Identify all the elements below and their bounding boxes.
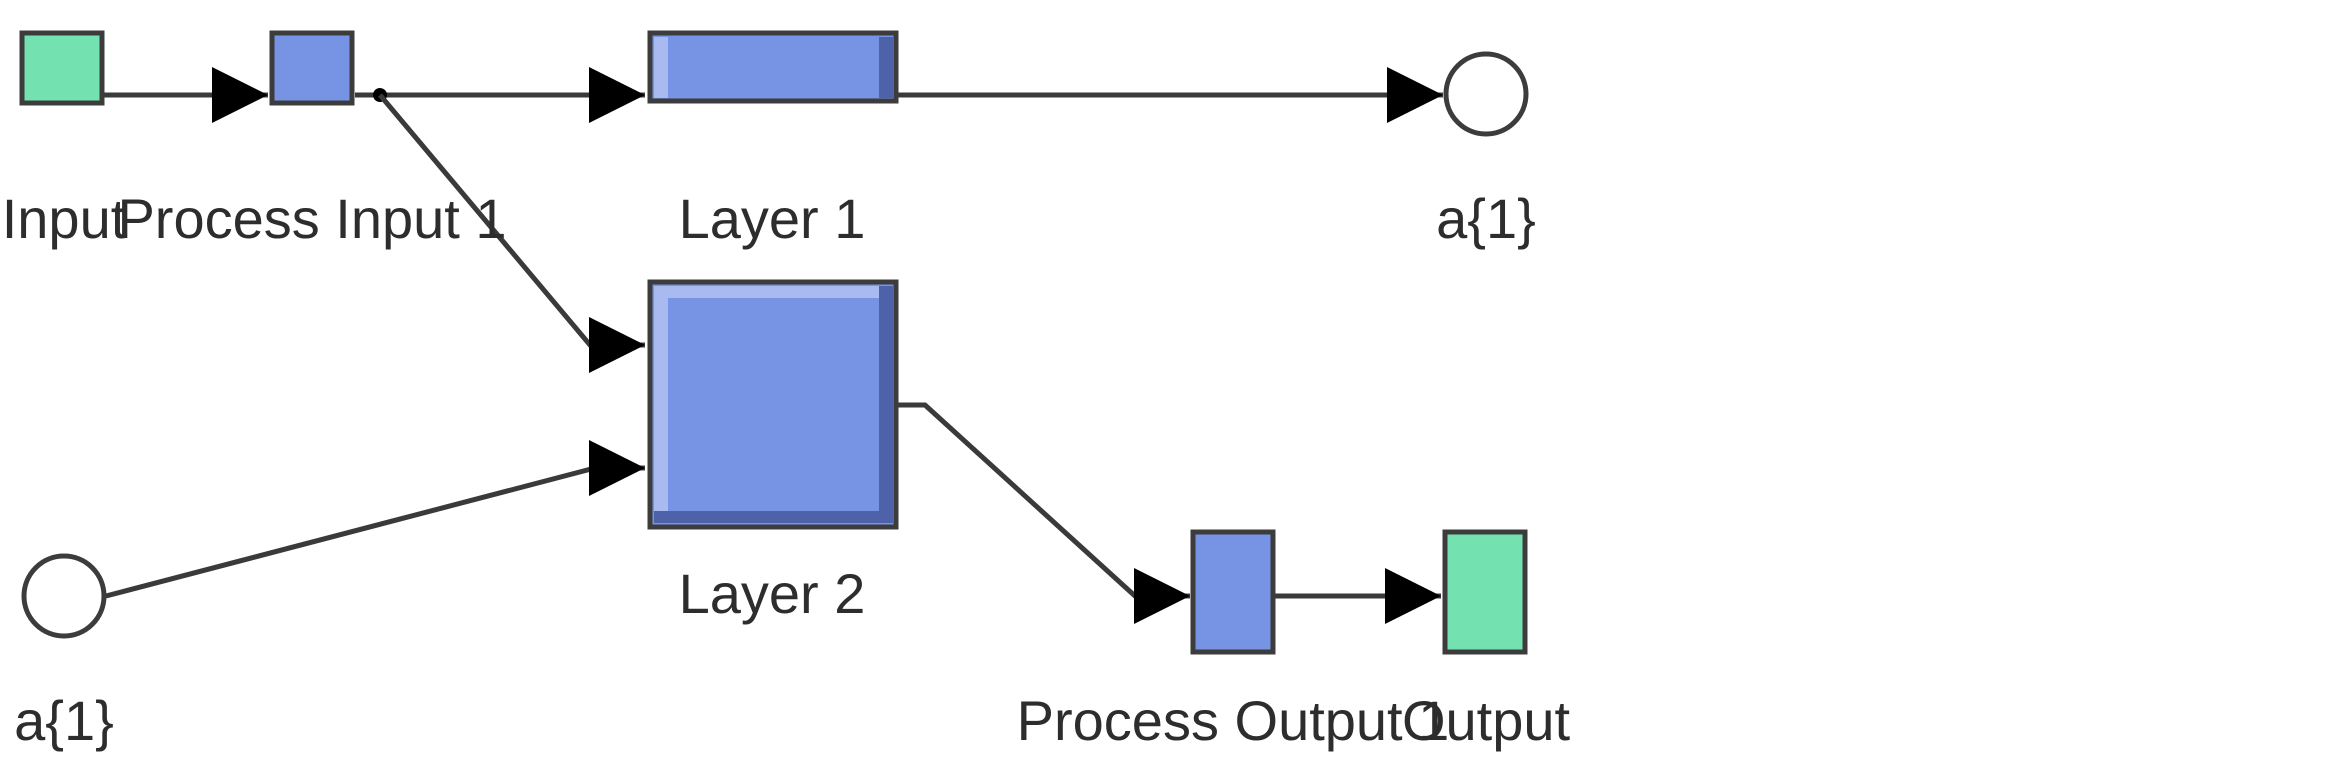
layer2-label: Layer 2 <box>679 562 866 625</box>
output-block[interactable] <box>1442 529 1528 655</box>
input-label: Input <box>2 187 127 250</box>
process-output-block[interactable] <box>1190 529 1276 655</box>
layer1-label: Layer 1 <box>679 187 866 250</box>
layer1-block[interactable] <box>647 30 899 104</box>
process-input-block[interactable] <box>269 30 355 106</box>
wire-layer2-to-process-output[interactable] <box>898 402 1190 624</box>
output-port-a[interactable] <box>1443 51 1529 137</box>
output-port-a-label: a{1} <box>1436 187 1536 250</box>
wire-process-input-to-layer2[interactable] <box>378 93 645 373</box>
output-label: Output <box>1402 689 1571 752</box>
input-block[interactable] <box>19 30 105 106</box>
input-port-a-label: a{1} <box>14 689 114 752</box>
process-output-label: Process Output 1 <box>1017 689 1450 752</box>
process-input-label: Process Input 1 <box>117 187 506 250</box>
layer2-block[interactable] <box>647 279 899 530</box>
wire-feedback-a-to-layer2[interactable] <box>105 440 645 599</box>
input-port-a[interactable] <box>21 553 107 639</box>
